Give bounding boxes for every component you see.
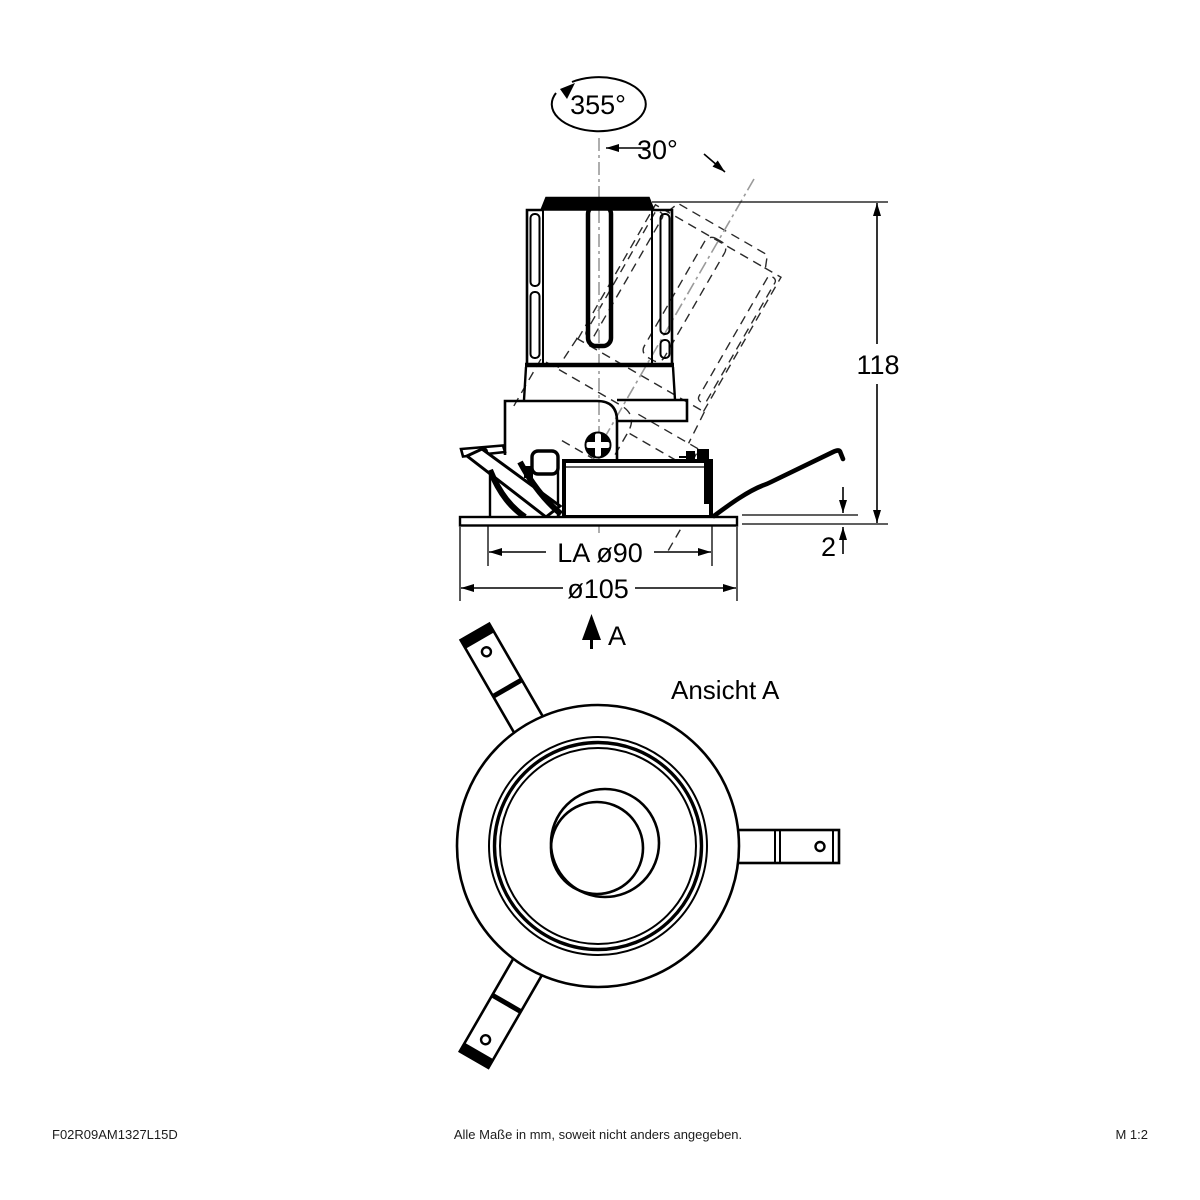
center-slot	[585, 203, 614, 349]
tilt-angle-label: 30°	[637, 135, 678, 165]
trim-ring-outer	[488, 736, 708, 956]
clip-lug	[530, 449, 560, 476]
trim-ring-inner	[499, 747, 697, 945]
spring-clip	[459, 444, 563, 520]
light-aperture	[549, 800, 645, 896]
tab-end-cap	[458, 1042, 495, 1070]
tilt-dimension: 30°	[606, 135, 726, 173]
wire	[711, 448, 846, 519]
outer-diameter-dimension: ø105	[459, 527, 738, 604]
scale-label: M 1:2	[1115, 1127, 1148, 1142]
footer: F02R09AM1327L15D Alle Maße in mm, soweit…	[52, 1127, 1148, 1142]
cutout-dimension: LA ø90	[487, 525, 713, 568]
view-marker-label: A	[608, 621, 626, 651]
terminal-block	[686, 451, 695, 461]
flange-outer-circle	[455, 703, 741, 989]
trim-thickness-label: 2	[821, 532, 836, 562]
flange	[458, 515, 739, 527]
bottom-view: Ansicht A	[455, 621, 841, 1070]
side-view: 355° 30° 118 2 LA ø90	[458, 76, 900, 651]
part-number: F02R09AM1327L15D	[52, 1127, 178, 1142]
height-label: 118	[856, 350, 899, 380]
tilted-center-line	[556, 178, 755, 521]
rotation-arrowhead	[560, 83, 575, 99]
dimension-note: Alle Maße in mm, soweit nicht anders ang…	[454, 1127, 742, 1142]
trim-ring-mid	[492, 740, 704, 952]
bottom-view-title: Ansicht A	[671, 675, 780, 705]
heatsink-body	[522, 196, 677, 401]
outer-diameter-label: ø105	[567, 574, 629, 604]
height-dimension: 118	[652, 201, 900, 525]
lower-housing	[562, 449, 713, 519]
tab-end-cap	[459, 622, 496, 650]
pivot-screw	[584, 431, 612, 459]
housing-right-black-bar	[704, 462, 712, 504]
rotation-range-label: 355°	[570, 90, 626, 120]
rotation-indicator: 355°	[550, 76, 647, 133]
trim-thickness-dimension: 2	[742, 487, 858, 562]
gimbal-bracket	[503, 398, 689, 461]
view-direction-marker: A	[582, 614, 626, 651]
clip-leaf	[464, 447, 563, 519]
cutout-label: LA ø90	[557, 538, 643, 568]
